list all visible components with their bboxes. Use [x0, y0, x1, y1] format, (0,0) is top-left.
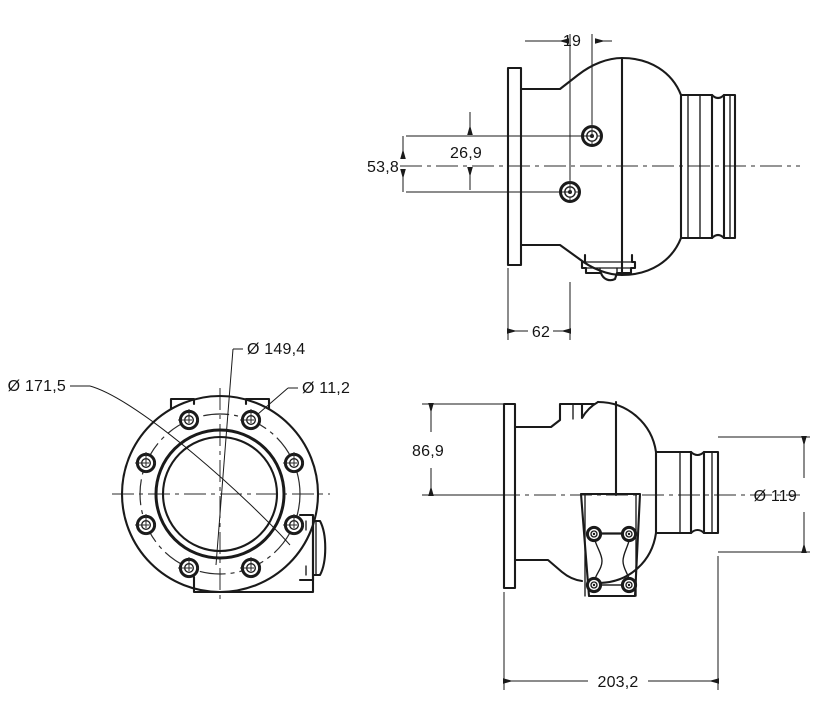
dimension-label-203-2: 203,2 — [597, 674, 638, 691]
bolt-hole — [178, 409, 200, 431]
dimension-label-19: 19 — [563, 33, 581, 50]
bottom-view-body-outline — [596, 400, 658, 585]
dimension-label-62: 62 — [532, 324, 550, 341]
dimension-label-53-8: 53,8 — [367, 159, 399, 176]
top-view-flange-plate — [506, 66, 523, 267]
bottom-view-hub-section-2 — [702, 450, 720, 535]
top-view-hub-groove — [710, 93, 726, 240]
top-view-hub-section-1 — [679, 93, 714, 240]
dimension-203-2: 203,2 — [503, 556, 719, 691]
top-view-body-outline — [620, 56, 683, 277]
dimension-label-d-119: Ø 119 — [754, 488, 797, 505]
flange-outer-circle — [120, 394, 320, 594]
upper-side-elevation-view: 19 26,9 53,8 62 — [367, 33, 800, 341]
dimension-d-171-5: Ø 171,5 — [8, 378, 291, 546]
lower-side-elevation-view: 86,9 Ø 119 203,2 — [412, 400, 810, 691]
bracket-fastener — [585, 576, 603, 594]
dimension-d-11-2: Ø 11,2 — [257, 380, 350, 415]
dimension-label-d-11-2: Ø 11,2 — [302, 380, 350, 397]
bracket-fastener — [620, 576, 638, 594]
bolt-hole — [283, 514, 305, 536]
dimension-26-9: 26,9 — [406, 112, 592, 190]
dimension-d-149-4: Ø 149,4 — [215, 341, 305, 566]
flange-view-side-boss-cap — [311, 519, 327, 577]
bolt-hole — [240, 409, 262, 431]
flange-bore-inner — [161, 435, 279, 553]
dimension-53-8: 53,8 — [367, 136, 570, 193]
front-flange-face-view: Ø 171,5 Ø 149,4 Ø 11,2 — [8, 341, 350, 600]
flange-tab-left — [169, 397, 196, 411]
dimension-86-9: 86,9 — [412, 403, 504, 496]
dimension-label-86-9: 86,9 — [412, 443, 444, 460]
bolt-hole — [135, 452, 157, 474]
top-view-bottom-fitting — [580, 253, 637, 282]
dimension-d-119: Ø 119 — [718, 436, 810, 553]
bolt-hole — [283, 452, 305, 474]
bolt-hole — [135, 514, 157, 536]
bottom-view-mounting-bracket — [579, 492, 642, 598]
dimension-19: 19 — [525, 33, 612, 180]
bolt-hole — [178, 557, 200, 579]
top-view-neck-upper — [519, 56, 624, 91]
flange-bore-outer — [154, 428, 286, 560]
dimension-label-26-9: 26,9 — [450, 145, 482, 162]
bottom-view-hub-groove — [689, 450, 706, 535]
bracket-fastener — [585, 525, 603, 543]
dimension-label-d-149-4: Ø 149,4 — [247, 341, 305, 358]
bolt-hole-group — [135, 409, 305, 579]
bolt-circle-149-4 — [139, 413, 301, 575]
bracket-fastener — [620, 525, 638, 543]
dimension-label-d-171-5: Ø 171,5 — [8, 378, 66, 395]
flange-view-side-boss — [298, 513, 315, 582]
bottom-view-hub-section-1 — [654, 450, 693, 535]
bottom-view-flange-plate — [502, 402, 517, 590]
dimension-62: 62 — [507, 268, 571, 341]
bolt-hole — [240, 557, 262, 579]
bottom-view-neck-lower — [513, 558, 584, 583]
